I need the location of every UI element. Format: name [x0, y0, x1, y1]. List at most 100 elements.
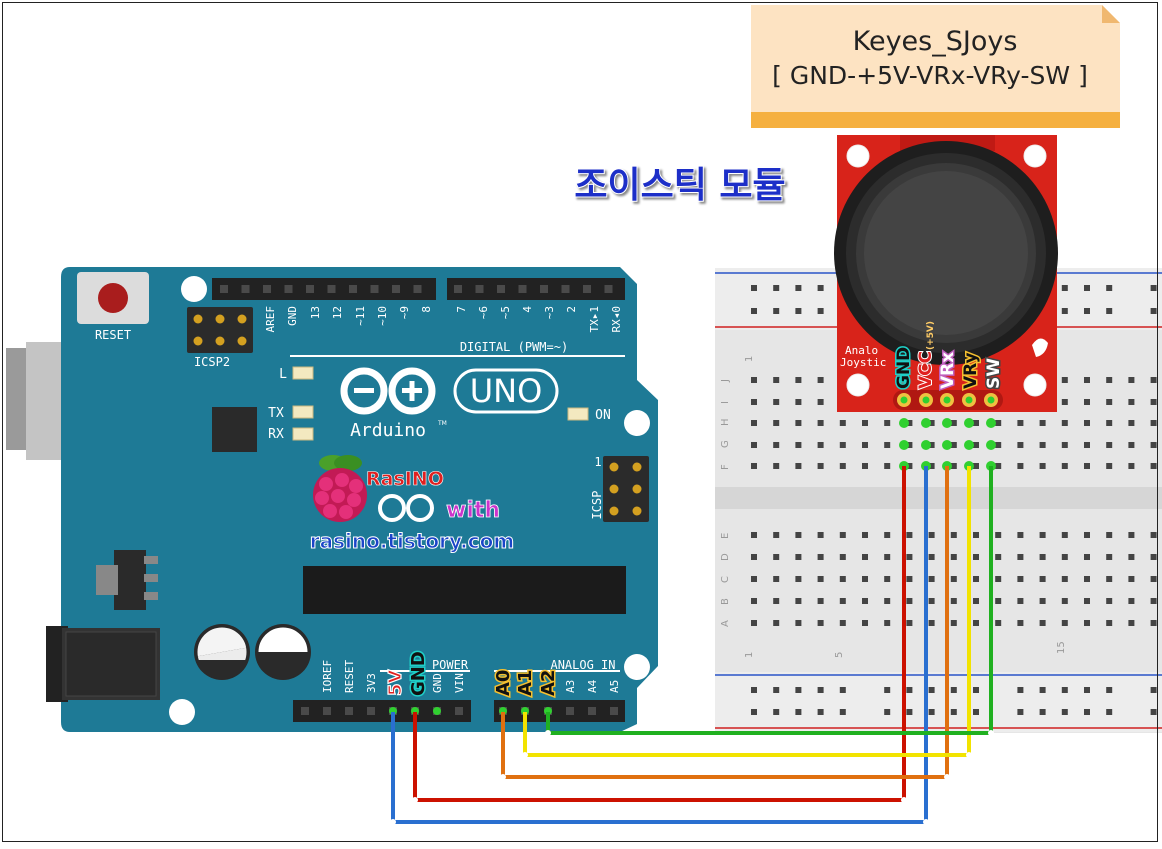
breadboard-hole[interactable] — [1150, 399, 1157, 405]
breadboard-hole[interactable] — [1039, 442, 1046, 448]
breadboard-hole[interactable] — [995, 598, 1002, 604]
breadboard-hole[interactable] — [773, 576, 780, 582]
breadboard-hole[interactable] — [973, 463, 979, 469]
breadboard-hole[interactable] — [1128, 377, 1135, 383]
breadboard-hole[interactable] — [1128, 532, 1135, 538]
breadboard-hole[interactable] — [751, 442, 757, 448]
header-pin[interactable] — [540, 285, 548, 293]
breadboard-hole[interactable] — [773, 554, 780, 560]
breadboard-hole[interactable] — [1084, 620, 1090, 626]
breadboard-hole[interactable] — [1061, 399, 1068, 405]
rail-hole[interactable] — [751, 709, 757, 715]
breadboard-hole[interactable] — [1106, 620, 1113, 626]
breadboard-hole[interactable] — [773, 620, 780, 626]
breadboard-hole[interactable] — [751, 399, 757, 405]
rail-hole[interactable] — [817, 709, 824, 715]
rail-hole[interactable] — [751, 308, 757, 314]
breadboard-hole[interactable] — [1061, 620, 1068, 626]
breadboard-hole[interactable] — [973, 576, 979, 582]
breadboard-hole[interactable] — [751, 620, 757, 626]
header-pin[interactable] — [610, 707, 618, 715]
header-pin[interactable] — [455, 707, 463, 715]
breadboard-hole[interactable] — [795, 442, 802, 448]
rail-hole[interactable] — [1039, 709, 1046, 715]
breadboard-hole[interactable] — [973, 442, 979, 448]
breadboard-hole[interactable] — [1084, 399, 1090, 405]
header-pin[interactable] — [475, 285, 484, 293]
breadboard-hole[interactable] — [1084, 420, 1090, 426]
rail-hole[interactable] — [950, 687, 957, 693]
breadboard-hole[interactable] — [973, 532, 979, 538]
breadboard-hole[interactable] — [884, 463, 891, 469]
breadboard-hole[interactable] — [751, 377, 757, 383]
breadboard-hole[interactable] — [862, 598, 868, 604]
rail-hole[interactable] — [1084, 285, 1090, 291]
rail-hole[interactable] — [1084, 308, 1090, 314]
breadboard-hole[interactable] — [1150, 532, 1157, 538]
rail-hole[interactable] — [973, 687, 979, 693]
header-pin[interactable] — [518, 285, 527, 293]
breadboard-hole[interactable] — [751, 420, 757, 426]
rail-hole[interactable] — [839, 687, 846, 693]
breadboard-hole[interactable] — [928, 442, 935, 448]
rail-hole[interactable] — [1106, 285, 1113, 291]
breadboard-hole[interactable] — [1128, 463, 1135, 469]
breadboard-hole[interactable] — [884, 442, 891, 448]
rail-hole[interactable] — [1061, 308, 1068, 314]
breadboard-hole[interactable] — [1039, 532, 1046, 538]
breadboard-hole[interactable] — [1084, 463, 1090, 469]
breadboard-hole[interactable] — [795, 399, 802, 405]
breadboard-hole[interactable] — [1039, 554, 1046, 560]
header-pin[interactable] — [323, 707, 331, 715]
breadboard-hole[interactable] — [1106, 598, 1113, 604]
rail-hole[interactable] — [884, 709, 891, 715]
rail-hole[interactable] — [817, 308, 824, 314]
breadboard-hole[interactable] — [1150, 377, 1157, 383]
rail-hole[interactable] — [950, 709, 957, 715]
breadboard-hole[interactable] — [839, 598, 846, 604]
breadboard-hole[interactable] — [1128, 576, 1135, 582]
breadboard-hole[interactable] — [862, 420, 868, 426]
breadboard-hole[interactable] — [973, 620, 979, 626]
breadboard-hole[interactable] — [1128, 598, 1135, 604]
breadboard-hole[interactable] — [884, 576, 891, 582]
rail-hole[interactable] — [1084, 687, 1090, 693]
header-pin[interactable] — [306, 285, 314, 293]
rail-hole[interactable] — [1150, 709, 1157, 715]
breadboard-hole[interactable] — [1084, 576, 1090, 582]
rail-hole[interactable] — [1061, 687, 1068, 693]
breadboard-hole[interactable] — [1128, 442, 1135, 448]
breadboard-hole[interactable] — [839, 620, 846, 626]
breadboard-hole[interactable] — [906, 442, 913, 448]
breadboard-hole[interactable] — [1150, 576, 1157, 582]
breadboard-hole[interactable] — [795, 598, 802, 604]
breadboard-hole[interactable] — [817, 620, 824, 626]
header-pin[interactable] — [301, 707, 309, 715]
breadboard-hole[interactable] — [1084, 377, 1090, 383]
breadboard-hole[interactable] — [862, 463, 868, 469]
rail-hole[interactable] — [1017, 709, 1024, 715]
breadboard-hole[interactable] — [906, 554, 913, 560]
rail-hole[interactable] — [1061, 285, 1068, 291]
breadboard-hole[interactable] — [950, 598, 957, 604]
breadboard-hole[interactable] — [1061, 420, 1068, 426]
rail-hole[interactable] — [751, 687, 757, 693]
breadboard-hole[interactable] — [1150, 598, 1157, 604]
breadboard-hole[interactable] — [1084, 554, 1090, 560]
breadboard-hole[interactable] — [973, 598, 979, 604]
breadboard-hole[interactable] — [862, 576, 868, 582]
breadboard-hole[interactable] — [928, 420, 935, 426]
breadboard-hole[interactable] — [928, 576, 935, 582]
breadboard-hole[interactable] — [817, 420, 824, 426]
rail-hole[interactable] — [773, 308, 780, 314]
breadboard-hole[interactable] — [839, 554, 846, 560]
breadboard-hole[interactable] — [1039, 463, 1046, 469]
breadboard-hole[interactable] — [862, 554, 868, 560]
breadboard-hole[interactable] — [1150, 620, 1157, 626]
breadboard-hole[interactable] — [795, 620, 802, 626]
breadboard-hole[interactable] — [1084, 532, 1090, 538]
breadboard-hole[interactable] — [1061, 377, 1068, 383]
breadboard-hole[interactable] — [751, 576, 757, 582]
breadboard-hole[interactable] — [751, 554, 757, 560]
breadboard-hole[interactable] — [862, 442, 868, 448]
